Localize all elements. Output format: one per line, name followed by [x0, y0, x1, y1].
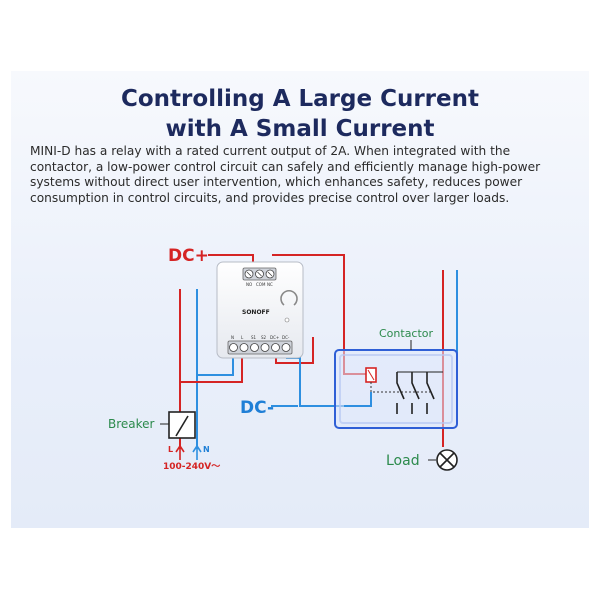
- neutral-label: N: [203, 445, 210, 454]
- breaker-label: Breaker: [108, 417, 155, 431]
- terminal-label-s1: S1: [251, 335, 257, 340]
- load-cross-icon: [439, 452, 455, 468]
- terminal-label-dc-minus: DC-: [282, 335, 290, 340]
- brand-logo: SONOFF: [242, 309, 270, 316]
- terminal-label-dc-plus: DC+: [270, 335, 279, 340]
- page-title: Controlling A Large Current with A Small…: [0, 84, 600, 144]
- neutral-to-device-wire: [197, 352, 234, 376]
- contactor-box: [334, 349, 458, 429]
- status-led-icon: [284, 317, 290, 323]
- terminal-label-l: L: [241, 335, 244, 340]
- breaker-switch-line: [175, 415, 189, 437]
- dc-minus-label: DC-: [240, 398, 274, 418]
- description-text: MINI-D has a relay with a rated current …: [30, 144, 541, 205]
- mini-d-device: NO COM NC SONOFF N L S1 S2 DC+ DC-: [216, 261, 304, 359]
- coil-mark: [367, 369, 375, 381]
- contactor-contacts: [396, 372, 435, 414]
- voltage-label: 100-240V～: [163, 462, 220, 472]
- live-to-device-wire: [180, 352, 243, 383]
- dc-plus-label: DC+: [168, 246, 209, 266]
- contactor-label: Contactor: [379, 327, 434, 340]
- terminal-label-n: N: [231, 335, 234, 340]
- live-arrow: [175, 444, 185, 460]
- coil-return: [344, 392, 372, 407]
- neutral-arrow: [192, 444, 202, 460]
- terminal-label-nc: NC: [267, 282, 273, 287]
- live-label: L: [168, 445, 173, 454]
- title-line-2: with A Small Current: [165, 116, 435, 142]
- terminal-label-com: COM: [256, 282, 266, 287]
- terminal-label-s2: S2: [261, 335, 267, 340]
- load-label: Load: [386, 453, 420, 469]
- title-line-1: Controlling A Large Current: [121, 86, 479, 112]
- cable-clip-icon: [280, 290, 298, 306]
- contactor-glow: [339, 354, 453, 424]
- terminal-label-no: NO: [246, 282, 252, 287]
